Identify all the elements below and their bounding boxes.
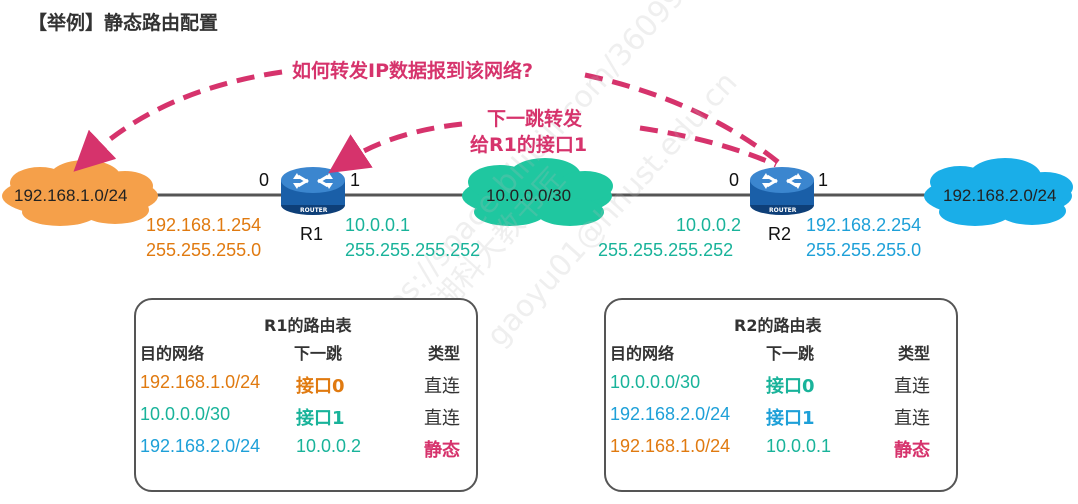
r1-row3-type: 静态 — [424, 440, 460, 461]
dashed-arrow-to-left-network — [73, 69, 283, 172]
cloud-network-10-0-0-0 — [462, 158, 613, 226]
r1-row2-next-hop: 接口1 — [296, 408, 345, 429]
r1-if0-ip: 192.168.1.254 — [146, 215, 262, 235]
r1-header-type: 类型 — [428, 344, 461, 363]
left-network-label: 192.168.1.0/24 — [14, 186, 128, 205]
r2-row2-next-hop: 接口1 — [766, 408, 815, 429]
r1-header-destination: 目的网络 — [140, 344, 205, 363]
r2-row3-type: 静态 — [894, 440, 930, 461]
middle-network-label: 10.0.0.0/30 — [486, 186, 572, 205]
r2-interface-0-label: 0 — [729, 170, 740, 190]
r1-interface-1-label: 1 — [350, 170, 361, 190]
dashed-arrow-from-r2-top — [584, 72, 780, 164]
r1-if1-ip: 10.0.0.1 — [345, 215, 411, 235]
router-r2-icon-text: ROUTER — [769, 207, 797, 214]
page-title: 【举例】静态路由配置 — [28, 12, 219, 34]
r1-if0-mask: 255.255.255.0 — [146, 240, 262, 260]
r2-row1-type: 直连 — [894, 376, 930, 397]
r2-interface-1-label: 1 — [818, 170, 829, 190]
router-r1-name: R1 — [300, 224, 324, 244]
r2-row1-next-hop: 接口0 — [766, 376, 815, 397]
r2-row2-type: 直连 — [894, 408, 930, 429]
r1-row3-next-hop: 10.0.0.2 — [296, 436, 362, 456]
r2-if0-mask: 255.255.255.252 — [598, 240, 734, 260]
r1-row3-destination: 192.168.2.0/24 — [140, 436, 261, 456]
answer-label-line2: 给R1的接口1 — [470, 134, 588, 156]
r1-row1-destination: 192.168.1.0/24 — [140, 372, 261, 392]
r1-row1-type: 直连 — [424, 376, 460, 397]
r2-header-next-hop: 下一跳 — [766, 344, 815, 363]
r1-row1-next-hop: 接口0 — [296, 376, 345, 397]
router-r2-name: R2 — [768, 224, 792, 244]
r1-if1-mask: 255.255.255.252 — [345, 240, 481, 260]
router-r1-icon-text: ROUTER — [300, 207, 328, 214]
dashed-arrow-from-r2-lower — [639, 125, 778, 168]
dashed-arrow-to-r1 — [328, 121, 463, 174]
r1-header-next-hop: 下一跳 — [294, 344, 343, 363]
r1-table-title: R1的路由表 — [264, 316, 352, 335]
r2-if0-ip: 10.0.0.2 — [676, 215, 742, 235]
r2-row2-destination: 192.168.2.0/24 — [610, 404, 731, 424]
r1-interface-0-label: 0 — [259, 170, 270, 190]
r2-row3-next-hop: 10.0.0.1 — [766, 436, 832, 456]
router-r1-icon — [281, 167, 345, 215]
r2-header-destination: 目的网络 — [610, 344, 675, 363]
r2-header-type: 类型 — [898, 344, 931, 363]
r2-if1-mask: 255.255.255.0 — [806, 240, 922, 260]
router-r2-icon — [750, 167, 814, 215]
question-label: 如何转发IP数据报到该网络? — [292, 60, 534, 82]
r2-table-title: R2的路由表 — [734, 316, 822, 335]
r1-row2-type: 直连 — [424, 408, 460, 429]
r2-if1-ip: 192.168.2.254 — [806, 215, 922, 235]
r2-routing-table: R2的路由表 目的网络 下一跳 类型 10.0.0.0/30 接口0 直连 19… — [604, 298, 958, 492]
answer-label-line1: 下一跳转发 — [487, 108, 583, 130]
cloud-network-192-168-2-0 — [924, 158, 1073, 226]
r2-row1-destination: 10.0.0.0/30 — [610, 372, 701, 392]
right-network-label: 192.168.2.0/24 — [943, 186, 1057, 205]
r1-routing-table: R1的路由表 目的网络 下一跳 类型 192.168.1.0/24 接口0 直连… — [134, 298, 478, 492]
r1-row2-destination: 10.0.0.0/30 — [140, 404, 231, 424]
r2-row3-destination: 192.168.1.0/24 — [610, 436, 731, 456]
